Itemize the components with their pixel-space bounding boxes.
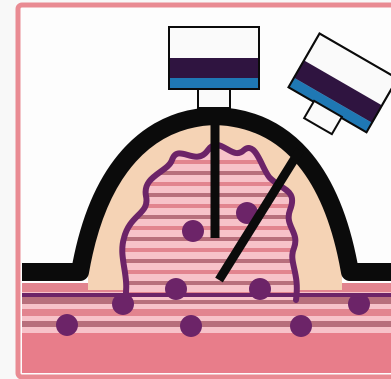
particle <box>112 293 134 315</box>
particle <box>56 314 78 336</box>
stripe <box>110 226 310 230</box>
probe-band-blue <box>169 78 259 89</box>
stripe <box>110 237 310 241</box>
probe-neck <box>198 88 230 108</box>
particle <box>182 220 204 242</box>
stripe <box>110 281 310 285</box>
particle <box>165 278 187 300</box>
stripe <box>22 309 391 316</box>
probe-band-dark <box>169 58 259 78</box>
stripe <box>110 248 310 252</box>
stripe <box>110 259 310 263</box>
stripe <box>22 304 391 309</box>
base-layer <box>22 333 391 373</box>
particle <box>290 315 312 337</box>
particle <box>249 278 271 300</box>
particle <box>348 293 370 315</box>
stripe <box>22 316 391 321</box>
stripe <box>110 270 310 274</box>
particle <box>180 315 202 337</box>
